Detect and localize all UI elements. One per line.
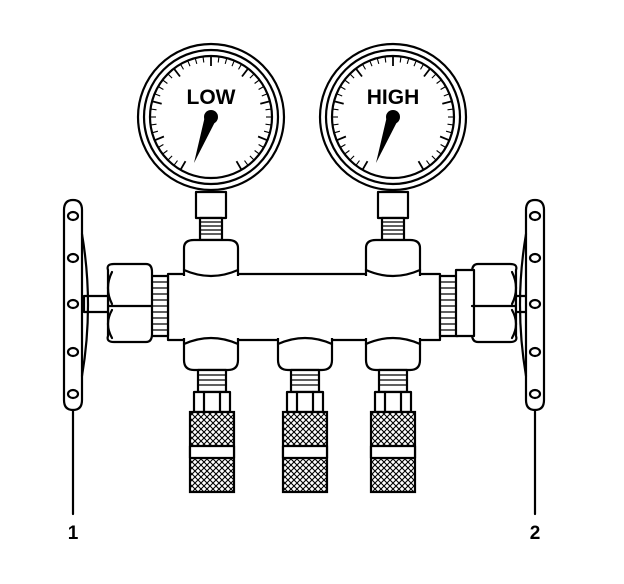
scale-tick [224,57,228,65]
high-gauge-stem [376,190,410,242]
scale-tick [436,150,442,155]
hose-port-center [281,368,329,494]
high-gauge-scale [332,56,454,171]
scale-tick [238,63,242,70]
callout-1-label: 1 [68,523,79,544]
scale-tick [336,93,343,97]
scale-tick [244,160,249,166]
manifold-body [166,238,442,372]
scale-tick [426,160,431,166]
scale-tick [436,79,442,84]
scale-tick [231,60,235,67]
scale-tick [260,100,271,105]
scale-tick [369,60,373,67]
scale-tick [384,56,387,63]
scale-tick [179,160,187,171]
scale-tick [261,93,268,97]
scale-tick [258,86,265,90]
scale-tick [420,63,424,70]
scale-tick [413,60,417,67]
scale-tick [439,135,450,142]
left-valve-assembly [62,198,170,412]
scale-tick [440,86,447,90]
callout-2: 2 [530,408,541,544]
scale-tick [442,100,453,105]
scale-tick [376,57,380,65]
scale-tick [151,100,162,105]
low-gauge: LOW [136,42,286,192]
scale-tick [235,160,243,171]
scale-tick [254,79,260,84]
hose-port-right [369,368,417,494]
scale-tick [339,86,346,90]
scale-tick [355,68,363,78]
callout-1: 1 [68,408,79,544]
scale-tick [406,57,410,65]
scale-tick [423,68,431,78]
scale-tick [355,160,360,166]
scale-tick [332,108,339,111]
scale-tick [349,73,355,79]
high-gauge-needle [376,110,400,163]
scale-tick [344,150,350,155]
scale-tick [362,63,366,70]
scale-tick [349,155,355,161]
scale-tick [249,155,255,161]
scale-tick [217,56,220,63]
scale-tick [157,144,164,148]
right-valve-assembly [438,198,546,412]
scale-tick [431,73,437,79]
scale-tick [447,108,454,111]
high-gauge: HIGH [318,42,468,192]
scale-tick [447,123,454,126]
low-gauge-label: LOW [187,86,236,109]
scale-tick [167,155,173,161]
scale-tick [154,135,165,142]
scale-tick [265,123,272,126]
scale-tick [431,155,437,161]
scale-tick [162,150,168,155]
scale-tick [173,160,178,166]
scale-tick [241,68,249,78]
scale-tick [173,68,181,78]
low-gauge-scale [150,56,272,171]
scale-tick [257,135,268,142]
scale-tick [333,130,341,134]
scale-tick [417,160,425,171]
scale-tick [445,130,453,134]
scale-tick [332,123,339,126]
hose-port-left [188,368,236,494]
scale-tick [202,56,205,63]
high-gauge-label: HIGH [367,86,420,109]
scale-tick [150,123,157,126]
scale-tick [344,79,350,84]
scale-tick [180,63,184,70]
scale-tick [151,130,159,134]
scale-tick [157,86,164,90]
scale-tick [440,144,447,148]
scale-tick [399,56,402,63]
scale-tick [361,160,369,171]
scale-tick [187,60,191,67]
scale-tick [167,73,173,79]
scale-tick [150,108,157,111]
scale-tick [263,130,271,134]
scale-tick [333,100,344,105]
scale-tick [258,144,265,148]
callout-2-label: 2 [530,523,541,544]
scale-tick [254,150,260,155]
scale-tick [336,135,347,142]
scale-tick [249,73,255,79]
scale-tick [154,93,161,97]
scale-tick [443,93,450,97]
scale-tick [194,57,198,65]
low-gauge-stem [194,190,228,242]
scale-tick [162,79,168,84]
scale-tick [339,144,346,148]
low-gauge-needle [194,110,218,163]
scale-tick [265,108,272,111]
